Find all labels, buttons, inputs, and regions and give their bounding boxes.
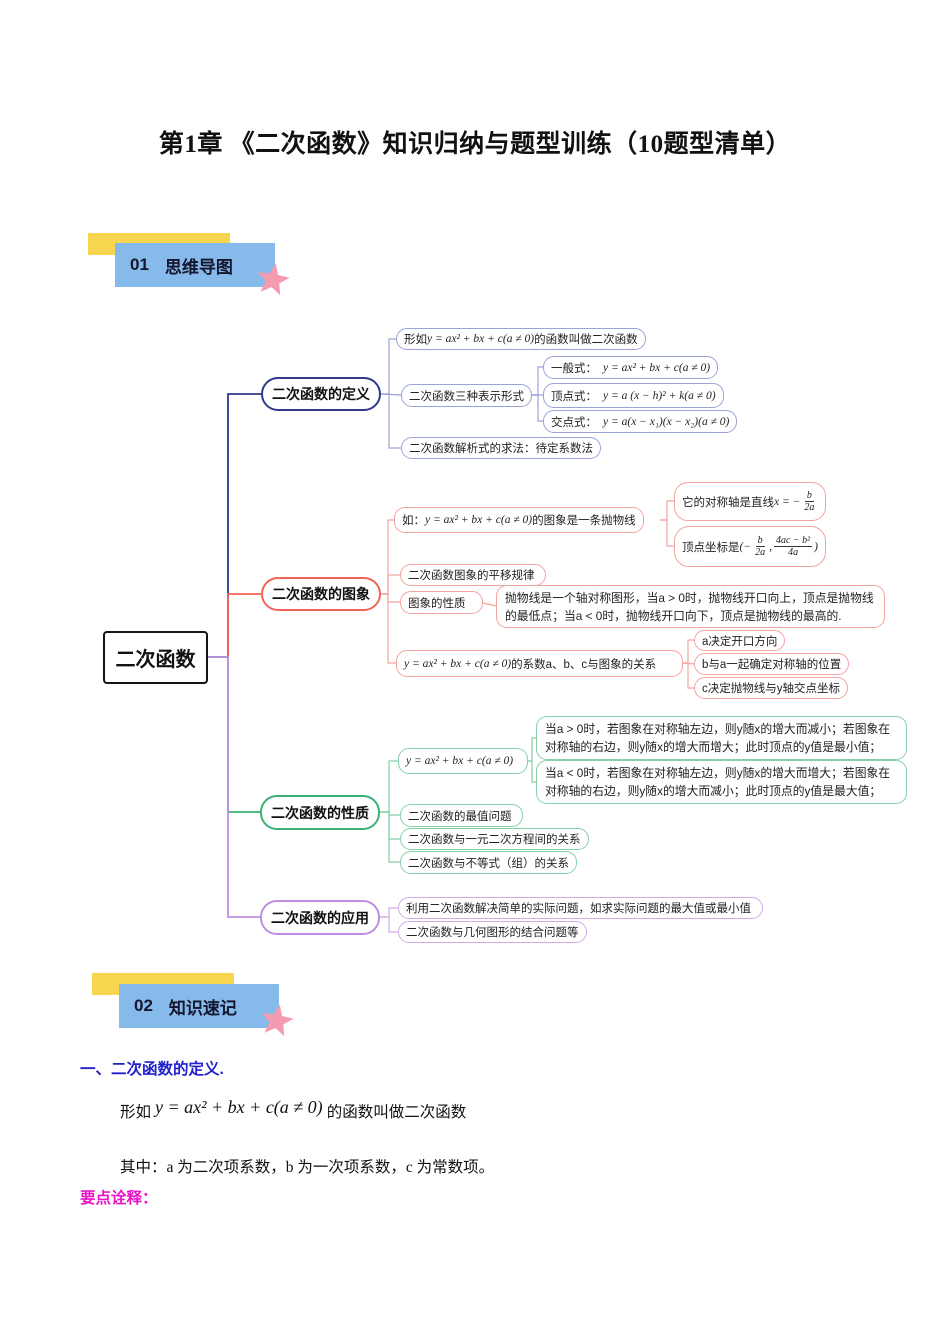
leaf-text: 顶点坐标是 xyxy=(682,541,740,554)
leaf-graph-properties-detail: 抛物线是一个轴对称图形，当a > 0时，抛物线开口向上，顶点是抛物线的最低点；当… xyxy=(496,585,885,628)
form-formula: y = ax² + bx + c(a ≠ 0) xyxy=(603,361,711,374)
leaf-formula: y = ax² + bx + c(a ≠ 0) xyxy=(427,333,535,345)
branch-properties: 二次函数的性质 xyxy=(260,795,380,830)
leaf-text: 如： xyxy=(402,515,425,527)
mindmap-root-node: 二次函数 xyxy=(103,631,208,684)
branch-application: 二次函数的应用 xyxy=(260,900,380,935)
leaf-formula: y = ax² + bx + c(a ≠ 0) xyxy=(404,657,512,670)
page-title: 第1章 《二次函数》知识归纳与题型训练（10题型清单） xyxy=(158,131,792,158)
leaf-coeff-a: a决定开口方向 xyxy=(694,630,786,651)
leaf-translation-rule: 二次函数图象的平移规律 xyxy=(400,564,546,586)
branch-definition: 二次函数的定义 xyxy=(261,377,381,411)
leaf-text: 形如 xyxy=(404,334,427,346)
leaf-parabola: 如：y = ax² + bx + c(a ≠ 0) 的图象是一条抛物线 xyxy=(394,507,644,533)
section-label: 思维导图 xyxy=(164,257,233,277)
badge-panel: 02 知识速记 xyxy=(119,984,279,1028)
section-label: 知识速记 xyxy=(168,998,237,1018)
leaf-text: 的图象是一条抛物线 xyxy=(532,515,636,527)
notes-highlight: 要点诠释： xyxy=(80,1190,158,1207)
star-icon xyxy=(257,263,290,296)
notes-heading: 一、二次函数的定义. xyxy=(80,1061,224,1078)
leaf-general-form: 一般式： y = ax² + bx + c(a ≠ 0) xyxy=(543,356,719,379)
leaf-coeff-b: b与a一起确定对称轴的位置 xyxy=(694,653,850,675)
leaf-text: 的系数a、b、c与图象的关系 xyxy=(511,658,657,671)
leaf-coefficients: y = ax² + bx + c(a ≠ 0) 的系数a、b、c与图象的关系 xyxy=(396,650,683,677)
form-name: 顶点式： xyxy=(551,390,597,403)
leaf-three-forms: 二次函数三种表示形式 xyxy=(401,384,532,407)
leaf-intersect-form: 交点式： y = a(x − x₁)(x − x₂)(a ≠ 0) xyxy=(543,410,738,433)
section-number: 01 xyxy=(130,255,149,274)
notes-coefficients-line: 其中：a 为二次项系数，b 为一次项系数，c 为常数项。 xyxy=(120,1159,495,1176)
form-formula: y = a (x − h)² + k(a ≠ 0) xyxy=(603,389,716,402)
notes-text: 形如 xyxy=(120,1104,152,1121)
form-name: 交点式： xyxy=(551,416,597,429)
leaf-coeff-c: c决定抛物线与y轴交点坐标 xyxy=(694,677,848,699)
leaf-geometry-problems: 二次函数与几何图形的结合问题等 xyxy=(398,921,587,943)
notes-formula: y = ax² + bx + c(a ≠ 0) xyxy=(155,1096,323,1117)
leaf-prop-formula: y = ax² + bx + c(a ≠ 0) xyxy=(398,748,528,774)
leaf-case-a-negative: 当a < 0时，若图象在对称轴左边，则y随x的增大而增大；若图象在对称轴的右边，… xyxy=(536,760,907,804)
leaf-inequality: 二次函数与不等式（组）的关系 xyxy=(400,851,577,874)
leaf-max-min: 二次函数的最值问题 xyxy=(400,804,523,827)
notes-text: 的函数叫做二次函数 xyxy=(326,1104,467,1121)
notes-definition-line: 形如 y = ax² + bx + c(a ≠ 0) 的函数叫做二次函数 xyxy=(120,1096,467,1122)
branch-graph: 二次函数的图象 xyxy=(261,577,381,611)
leaf-quadratic-equation: 二次函数与一元二次方程间的关系 xyxy=(400,828,589,850)
leaf-text: 的函数叫做二次函数 xyxy=(534,334,638,346)
form-formula: y = a(x − x₁)(x − x₂)(a ≠ 0) xyxy=(603,415,730,428)
leaf-text: 它的对称轴是直线 xyxy=(682,496,774,509)
form-name: 一般式： xyxy=(551,362,597,375)
section-number: 02 xyxy=(134,996,153,1015)
leaf-solving-method: 二次函数解析式的求法：待定系数法 xyxy=(401,437,601,459)
badge-panel: 01 思维导图 xyxy=(115,243,275,287)
leaf-graph-properties: 图象的性质 xyxy=(400,591,483,614)
leaf-case-a-positive: 当a > 0时，若图象在对称轴左边，则y随x的增大而减小；若图象在对称轴的右边，… xyxy=(536,716,907,760)
leaf-practical-problems: 利用二次函数解决简单的实际问题，如求实际问题的最大值或最小值 xyxy=(398,897,763,919)
star-icon xyxy=(261,1004,294,1037)
leaf-formula: x = − xyxy=(774,495,801,508)
leaf-formula: y = ax² + bx + c(a ≠ 0) xyxy=(425,514,533,526)
leaf-vertex-form: 顶点式： y = a (x − h)² + k(a ≠ 0) xyxy=(543,383,724,408)
